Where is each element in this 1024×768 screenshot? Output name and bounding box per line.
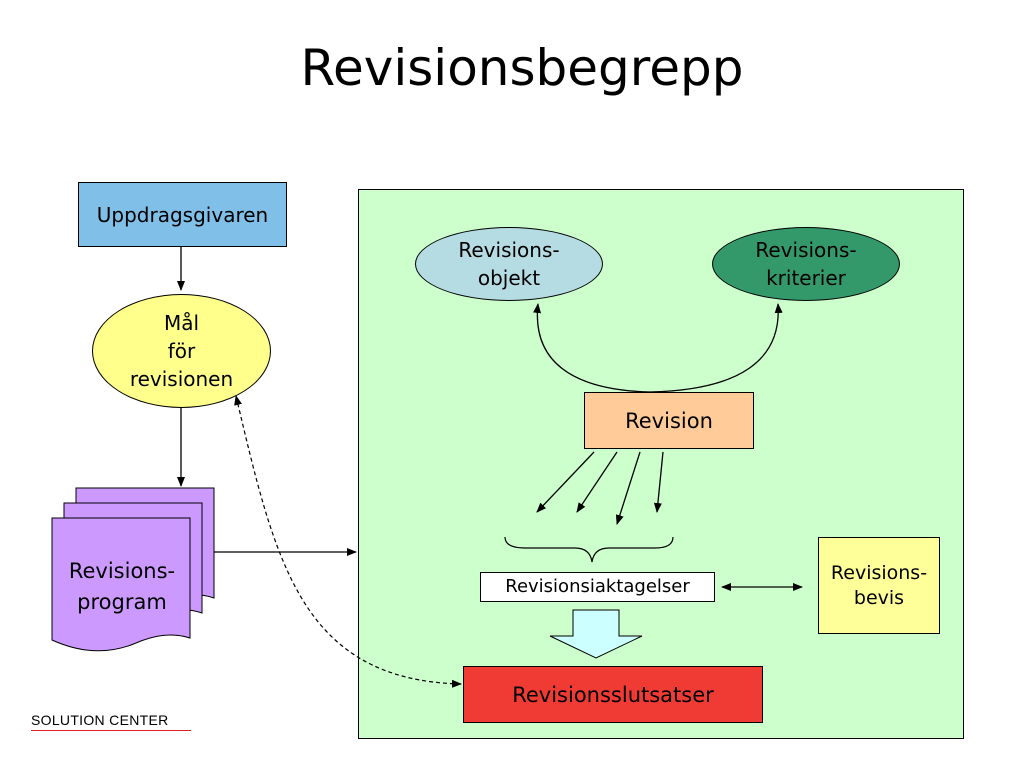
arrow-revision-down-3: [615, 451, 641, 525]
arrow-revision-down-1: [536, 451, 595, 513]
arrow-revision-to-objekt: [533, 303, 651, 393]
page-title: Revisionsbegrepp: [300, 39, 744, 97]
revisions-kriterier-ellipse: Revisions- kriterier: [712, 227, 900, 301]
footer-underline: [31, 730, 191, 731]
curly-brace: [504, 536, 674, 563]
arrow-revision-to-kriterier: [649, 303, 783, 393]
revisions-objekt-ellipse: Revisions- objekt: [415, 227, 603, 301]
revisionsslutsatser-box: Revisionsslutsatser: [463, 666, 763, 723]
arrow-revision-down-2: [576, 451, 618, 513]
dashed-arrow-slutsatser-to-mal: [234, 395, 462, 688]
arrow-revision-down-4: [653, 451, 664, 513]
mal-for-revisionen-ellipse: Mål för revisionen: [92, 294, 271, 408]
program-doc-front: [51, 517, 191, 652]
block-arrow-down: [549, 609, 643, 659]
revisions-program-label: Revisions- program: [68, 559, 176, 614]
footer-label: SOLUTION CENTER: [31, 712, 169, 728]
revisionsiaktagelser-box: Revisionsiaktagelser: [480, 572, 715, 602]
uppdragsgivaren-box: Uppdragsgivaren: [78, 182, 287, 247]
revision-box: Revision: [584, 392, 754, 449]
revisions-bevis-box: Revisions- bevis: [818, 537, 940, 634]
